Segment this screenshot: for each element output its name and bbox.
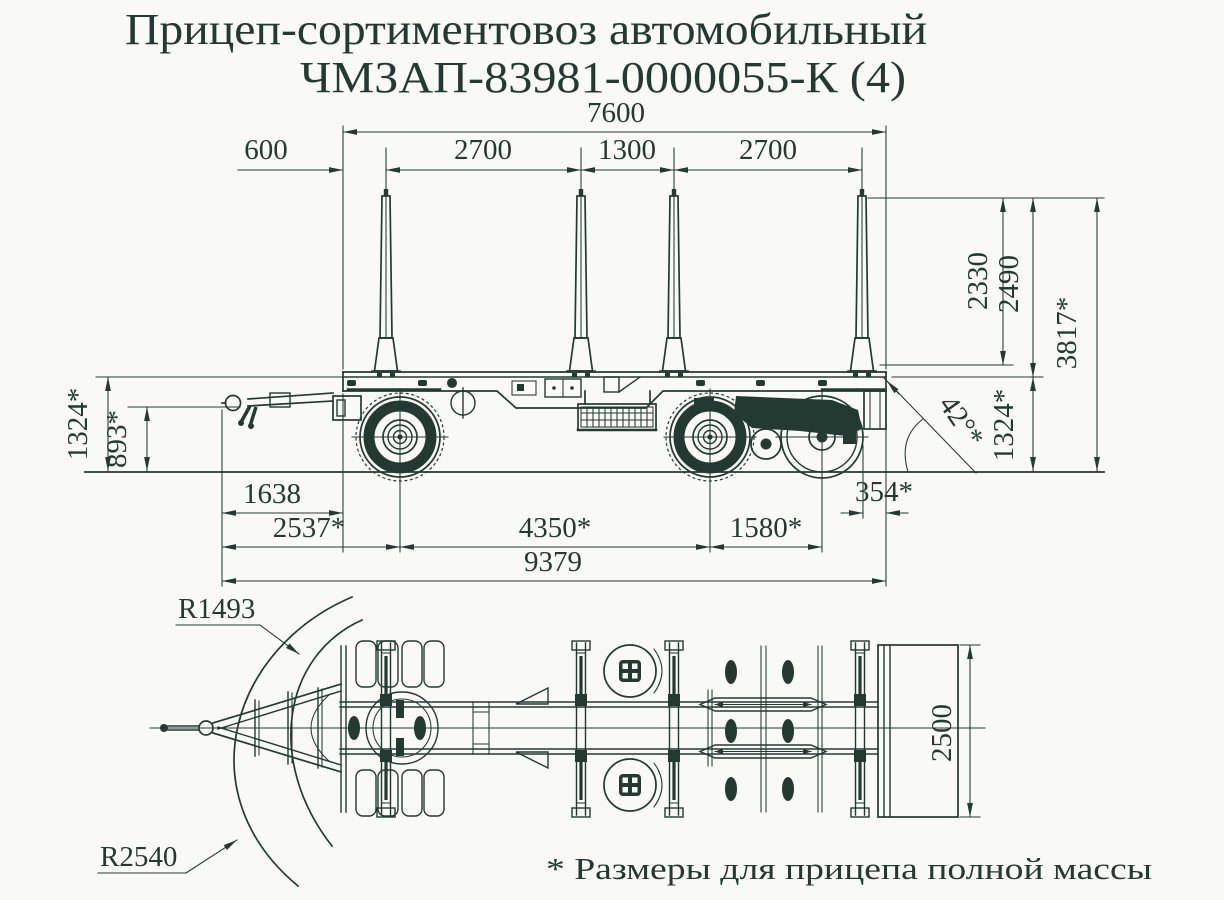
stake-3 — [659, 187, 689, 379]
dim-label-9379: 9379 — [524, 546, 582, 578]
dim-1324-right: 1324* — [988, 376, 1036, 472]
dim-2330: 2330 — [962, 197, 1006, 366]
title-line-2: ЧМЗАП-83981-0000055-К (4) — [300, 53, 906, 102]
dim-4350: 4350* — [399, 512, 711, 550]
side-view — [84, 187, 1105, 481]
dim-label-3817: 3817* — [1051, 297, 1083, 370]
towing-eye — [224, 394, 242, 412]
frame-rails — [339, 645, 879, 813]
dim-1324-left: 1324* — [62, 376, 111, 472]
dim-1300: 1300 — [580, 134, 675, 173]
callout-r1493: R1493 — [175, 593, 300, 655]
radius-label-r2540: R2540 — [100, 841, 177, 873]
bunk-beam-4 — [850, 640, 870, 818]
dim-label-2330: 2330 — [962, 252, 994, 310]
footnote: * Размеры для прицепа полной массы — [546, 851, 1152, 886]
dim-label-354: 354* — [855, 476, 913, 508]
spare-basket — [576, 390, 658, 432]
dim-label-1580: 1580* — [730, 512, 803, 544]
dim-7600: 7600 — [342, 97, 887, 135]
dim-2500: 2500 — [926, 644, 981, 818]
dim-label-1638: 1638 — [243, 478, 301, 510]
dim-600: 600 — [237, 134, 344, 173]
outer-swing-arc — [233, 595, 354, 888]
dim-9379: 9379 — [221, 546, 887, 584]
dim-label-2490: 2490 — [993, 255, 1025, 313]
dim-label-4350: 4350* — [519, 512, 592, 544]
bogie-pivot — [750, 428, 782, 460]
gusset-bottom — [515, 751, 549, 770]
towing-eye-plan — [198, 720, 214, 736]
dim-label-2537: 2537* — [273, 512, 346, 544]
dim-893: 893* — [101, 406, 150, 472]
dim-3817: 3817* — [1051, 197, 1100, 472]
dim-label-2700-front: 2700 — [454, 134, 512, 166]
radius-label-r1493: R1493 — [178, 593, 255, 625]
rear-platform — [877, 644, 959, 818]
dim-1580: 1580* — [709, 512, 823, 550]
callout-r2540: R2540 — [97, 839, 238, 874]
bogie-suspension — [694, 396, 862, 444]
rear-bracket — [863, 390, 887, 430]
inner-swing-arc — [290, 618, 364, 848]
dim-label-2500: 2500 — [926, 704, 958, 762]
drawbar-triangle — [160, 682, 343, 774]
dim-label-893: 893* — [101, 410, 133, 468]
plan-view-dimensions: 2500 R1493 R2540 — [97, 593, 981, 874]
dim-1638: 1638 — [221, 478, 344, 516]
stake-2 — [566, 187, 596, 379]
dim-label-1324-left: 1324* — [62, 388, 94, 461]
bogie-plan — [699, 645, 827, 813]
dim-2700-front: 2700 — [385, 134, 582, 173]
stake-1 — [371, 187, 401, 379]
drawbar — [221, 392, 362, 429]
extension-lines — [95, 125, 1105, 587]
side-view-dimensions: 7600 600 2700 1300 2700 2330 2490 — [62, 97, 1105, 587]
dim-354: 354* — [840, 476, 913, 516]
turntable-ring — [365, 691, 439, 765]
stake-4 — [847, 187, 877, 379]
dim-2490: 2490 — [993, 197, 1036, 378]
mid-wheel-top — [603, 644, 657, 698]
tilt-angle-geometry — [883, 377, 977, 474]
title-line-1: Прицеп-сортиментовоз автомобильный — [125, 5, 927, 54]
bunk-beam-3 — [664, 640, 684, 818]
title-block: Прицеп-сортиментовоз автомобильный ЧМЗАП… — [125, 5, 927, 102]
plan-view — [149, 595, 986, 888]
dim-label-7600: 7600 — [587, 97, 645, 129]
dim-label-2700-rear: 2700 — [739, 134, 797, 166]
dim-label-1324-right: 1324* — [988, 389, 1020, 462]
trailer-frame — [342, 371, 887, 430]
dim-label-600: 600 — [244, 134, 288, 166]
dim-2537: 2537* — [221, 512, 401, 550]
dim-label-42deg: 42°* — [932, 390, 990, 453]
dim-2700-rear: 2700 — [673, 134, 863, 173]
gusset-top — [515, 686, 549, 705]
mid-wheel-bottom — [603, 758, 657, 812]
dim-label-1300: 1300 — [598, 134, 656, 166]
front-axle-plan — [348, 640, 445, 817]
bunk-beam-1 — [376, 640, 396, 818]
bunk-beam-2 — [571, 640, 591, 818]
